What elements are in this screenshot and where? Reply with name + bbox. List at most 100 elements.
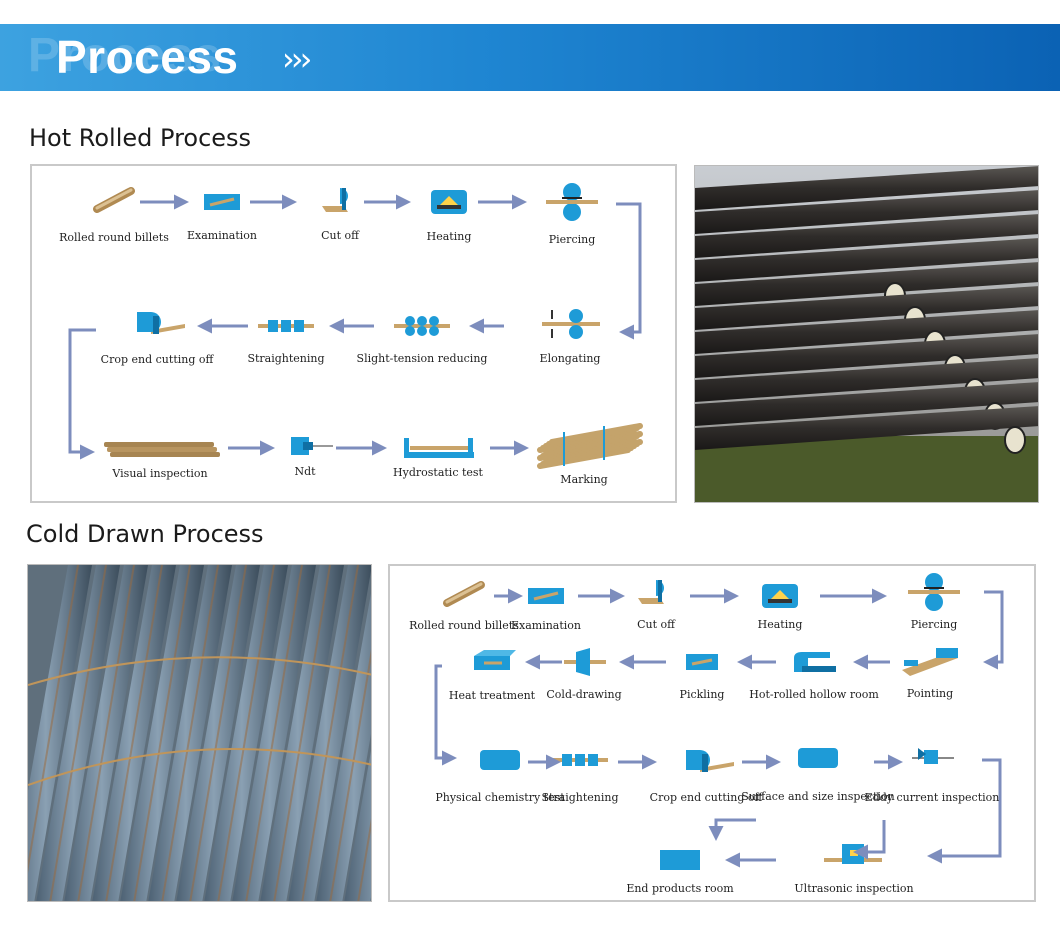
- steel-bar: [148, 565, 232, 901]
- hot-rolled-flowchart: Rolled round billets Examination Cut off He…: [30, 164, 677, 503]
- cold-drawing-icon: [564, 648, 606, 676]
- steel-bar: [695, 214, 1038, 258]
- hot-rolled-bars-image: [695, 166, 1038, 502]
- cut-off-icon: [322, 188, 348, 212]
- steel-bar: [64, 565, 148, 901]
- steel-bar: [695, 238, 1038, 282]
- steel-bar: [176, 565, 260, 901]
- step-label: Crop end cutting off: [100, 353, 214, 366]
- pointing-icon: [902, 648, 958, 676]
- flow-arrow: [434, 664, 457, 766]
- step-label: Straightening: [247, 352, 325, 365]
- steel-bar: [288, 565, 371, 901]
- elongating-rollers-icon: [542, 309, 600, 339]
- flow-arrow: [616, 202, 642, 340]
- chevrons-icon: ›››: [282, 40, 312, 78]
- cold-drawn-bars-photo: [27, 564, 372, 902]
- steel-bar: [232, 565, 316, 901]
- step-label: End products room: [626, 882, 734, 895]
- steel-bar: [120, 565, 204, 901]
- step-label: Elongating: [539, 352, 601, 365]
- step-label: Crop end cutting off: [649, 791, 763, 804]
- step-label: Rolled round billets: [59, 231, 169, 244]
- flow-arrow: [927, 758, 1002, 864]
- step-label: Examination: [510, 619, 582, 632]
- ultrasonic-icon: [824, 844, 882, 864]
- step-label: Ultrasonic inspection: [794, 882, 914, 895]
- flow-arrow: [708, 818, 756, 841]
- step-label: Pointing: [906, 687, 954, 700]
- ndt-icon: [291, 437, 333, 455]
- steel-bar: [92, 565, 176, 901]
- steel-bar: [344, 750, 371, 901]
- steel-bar: [316, 593, 371, 901]
- hot-rolled-title: Hot Rolled Process: [29, 124, 252, 152]
- banner-title: Process: [56, 31, 239, 83]
- step-label: Rolled round billets: [409, 619, 519, 632]
- cut-off-icon: [638, 580, 664, 604]
- step-label: Hot-rolled hollow room: [749, 688, 879, 701]
- flow-arrow: [853, 820, 886, 860]
- piercing-mill-icon: [908, 573, 960, 611]
- binding-wire: [28, 656, 371, 786]
- crop-saw-icon: [137, 312, 185, 334]
- step-label: Ndt: [294, 465, 316, 478]
- examination-icon: [528, 588, 564, 604]
- steel-bar: [36, 565, 120, 901]
- cold-drawn-title: Cold Drawn Process: [26, 520, 264, 548]
- straightening-icon: [552, 754, 608, 766]
- heating-furnace-icon: [762, 584, 798, 608]
- hydrostatic-test-icon: [404, 438, 474, 458]
- steel-bar: [204, 565, 288, 901]
- cold-panel-diagram: [434, 573, 1004, 870]
- step-label: Surface and size inspection: [741, 790, 895, 803]
- step-label: Piercing: [910, 618, 958, 631]
- hot-rolled-bars-photo: [694, 165, 1039, 503]
- step-label: Heat treatment: [448, 689, 536, 702]
- step-label: Physical chemistry test: [435, 791, 565, 804]
- flow-arrow: [68, 328, 96, 460]
- piercing-mill-icon: [546, 183, 598, 221]
- billet-icon: [443, 581, 485, 607]
- chemistry-test-icon: [480, 750, 520, 770]
- step-label: Heating: [757, 618, 803, 631]
- step-label: Piercing: [548, 233, 596, 246]
- steel-bar: [695, 406, 1038, 454]
- step-label: Marking: [560, 473, 608, 486]
- pickling-icon: [686, 654, 718, 670]
- step-label: Hydrostatic test: [393, 466, 483, 479]
- flow-arrow: [983, 590, 1004, 670]
- crop-saw-icon: [686, 750, 734, 772]
- step-label: Eddy current inspection: [864, 791, 1000, 804]
- step-label: Examination: [186, 229, 258, 242]
- heat-treatment-icon: [474, 650, 516, 670]
- step-label: Visual inspection: [112, 467, 208, 480]
- heating-furnace-icon: [431, 190, 467, 214]
- step-label: Pickling: [679, 688, 725, 701]
- step-label: Cut off: [321, 229, 359, 242]
- straightening-icon: [258, 320, 314, 332]
- step-label: Straightening: [541, 791, 619, 804]
- tension-reducing-icon: [394, 316, 450, 336]
- step-label: Slight-tension reducing: [356, 352, 488, 365]
- header-banner: Process Process ›››: [0, 24, 1060, 91]
- steel-bar: [695, 190, 1038, 234]
- steel-bar: [28, 565, 92, 901]
- hollow-room-icon: [794, 652, 836, 672]
- hot-panel-diagram: [68, 183, 643, 469]
- examination-icon: [204, 194, 240, 210]
- banner-ghost-title: Process: [28, 29, 222, 82]
- surface-inspection-icon: [798, 748, 838, 768]
- step-label: Heating: [426, 230, 472, 243]
- cold-drawn-bars-image: [28, 565, 371, 901]
- steel-bar: [695, 166, 1038, 210]
- visual-inspection-icon: [104, 442, 220, 457]
- step-label: Cut off: [637, 618, 675, 631]
- eddy-current-icon: [912, 748, 954, 764]
- step-label: Cold-drawing: [546, 688, 622, 701]
- steel-bar: [260, 565, 344, 901]
- billet-icon: [93, 187, 135, 213]
- end-products-icon: [660, 850, 700, 870]
- marking-bundle-icon: [537, 423, 643, 469]
